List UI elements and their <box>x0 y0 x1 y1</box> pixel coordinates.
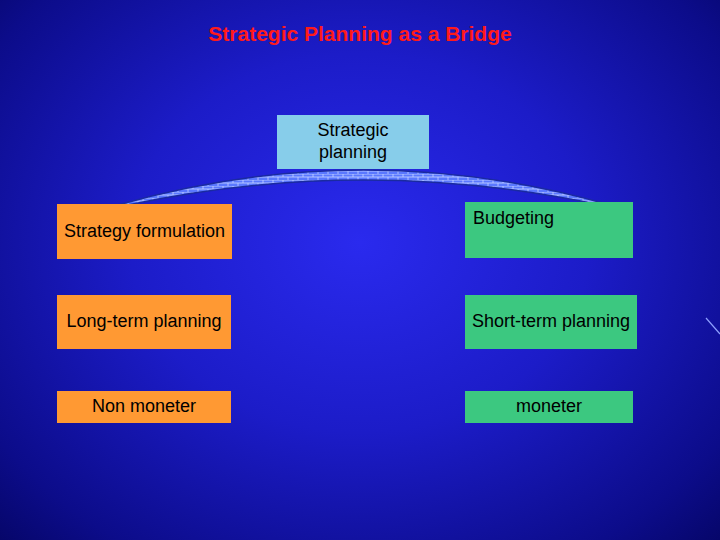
box-label: Long-term planning <box>66 311 221 333</box>
label-box: Long-term planning <box>57 295 231 349</box>
label-box: Budgeting <box>465 202 633 258</box>
box-label: Short-term planning <box>472 311 630 333</box>
label-box: Non moneter <box>57 391 231 423</box>
box-label: Strategic planning <box>282 120 424 163</box>
label-box: Short-term planning <box>465 295 637 349</box>
box-label: Budgeting <box>473 208 554 230</box>
label-box: moneter <box>465 391 633 423</box>
label-box: Strategic planning <box>277 115 429 169</box>
label-box: Strategy formulation <box>57 204 232 259</box>
decor-line <box>706 318 720 334</box>
box-label: moneter <box>516 396 582 418</box>
bridge-arch <box>118 170 610 205</box>
box-label: Strategy formulation <box>64 221 225 243</box>
title: Strategic Planning as a Bridge <box>0 22 720 46</box>
box-label: Non moneter <box>92 396 196 418</box>
